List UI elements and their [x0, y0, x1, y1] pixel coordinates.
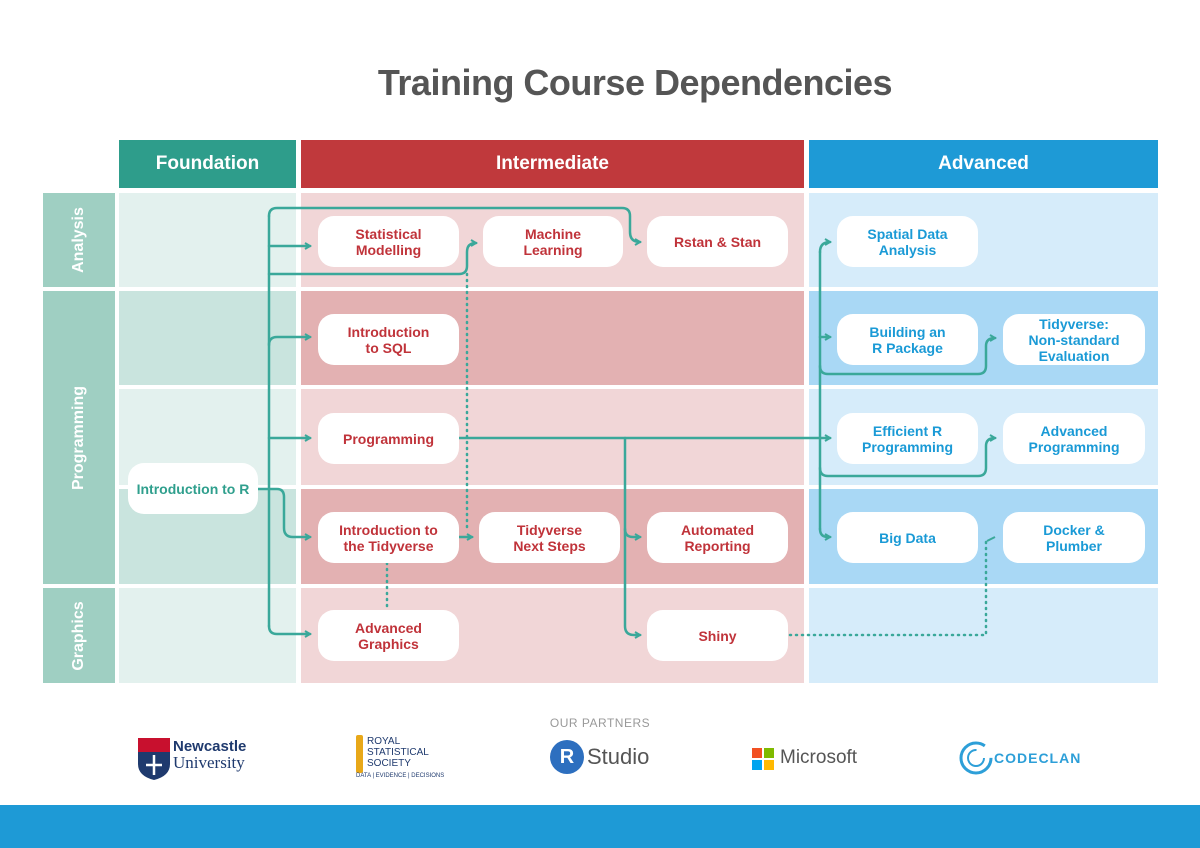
row-label-graphics: Graphics: [43, 588, 115, 683]
connector-to-rstan: [267, 206, 642, 246]
codeclan-logo[interactable]: CODECLAN: [958, 735, 1080, 785]
dotted-docker-arrowhead: [986, 536, 996, 542]
connector-to-automated-reporting: [623, 436, 642, 541]
cell-foundation-analysis: [119, 193, 296, 287]
node-docker-plumber[interactable]: Docker & Plumber: [1003, 512, 1145, 563]
rstudio-logo[interactable]: R Studio: [550, 735, 660, 785]
connector-to-intro-tidyverse: [267, 487, 312, 541]
node-shiny[interactable]: Shiny: [647, 610, 788, 661]
dotted-shiny-to-docker: [788, 538, 988, 637]
microsoft-squares-icon: [752, 748, 774, 770]
node-statistical-modelling[interactable]: Statistical Modelling: [318, 216, 459, 267]
node-tidyverse-nse[interactable]: Tidyverse: Non-standard Evaluation: [1003, 314, 1145, 365]
rstudio-circle-icon: R: [550, 740, 584, 774]
node-automated-reporting[interactable]: Automated Reporting: [647, 512, 788, 563]
connector-to-shiny: [623, 527, 642, 639]
connector-to-advanced-programming: [818, 434, 997, 478]
node-introduction-to-tidyverse[interactable]: Introduction to the Tidyverse: [318, 512, 459, 563]
codeclan-ring-icon: [959, 741, 993, 775]
node-advanced-programming[interactable]: Advanced Programming: [1003, 413, 1145, 464]
row-label-analysis: Analysis: [43, 193, 115, 287]
node-programming[interactable]: Programming: [318, 413, 459, 464]
node-introduction-to-r[interactable]: Introduction to R: [128, 463, 258, 514]
connector-to-spatial: [818, 238, 832, 254]
rss-bar-icon: [356, 735, 363, 773]
column-header-foundation: Foundation: [119, 140, 296, 188]
cell-foundation-graphics: [119, 588, 296, 683]
cell-foundation-prog-1: [119, 291, 296, 385]
column-header-intermediate: Intermediate: [301, 140, 804, 188]
newcastle-shield-icon: [138, 738, 170, 780]
node-tidyverse-next-steps[interactable]: Tidyverse Next Steps: [479, 512, 620, 563]
page-title: Training Course Dependencies: [377, 62, 893, 103]
rss-logo[interactable]: ROYAL STATISTICAL SOCIETY DATA | EVIDENC…: [356, 735, 445, 779]
connector-to-machine-learning: [267, 239, 478, 276]
node-efficient-r-programming[interactable]: Efficient R Programming: [837, 413, 978, 464]
newcastle-university-logo[interactable]: Newcastle University: [138, 735, 258, 785]
connector-to-sql: [267, 333, 312, 347]
node-introduction-to-sql[interactable]: Introduction to SQL: [318, 314, 459, 365]
row-label-programming: Programming: [43, 291, 115, 584]
partners-heading: OUR PARTNERS: [549, 716, 651, 730]
microsoft-logo[interactable]: Microsoft: [752, 735, 867, 785]
connector-to-tidyverse-nse: [818, 334, 997, 376]
node-building-r-package[interactable]: Building an R Package: [837, 314, 978, 365]
footer-bar: [0, 805, 1200, 848]
node-rstan-stan[interactable]: Rstan & Stan: [647, 216, 788, 267]
node-advanced-graphics[interactable]: Advanced Graphics: [318, 610, 459, 661]
column-header-advanced: Advanced: [809, 140, 1158, 188]
node-big-data[interactable]: Big Data: [837, 512, 978, 563]
connector-to-big-data: [818, 527, 832, 541]
node-spatial-data-analysis[interactable]: Spatial Data Analysis: [837, 216, 978, 267]
node-machine-learning[interactable]: Machine Learning: [483, 216, 623, 267]
connector-to-advanced-graphics: [267, 624, 312, 638]
